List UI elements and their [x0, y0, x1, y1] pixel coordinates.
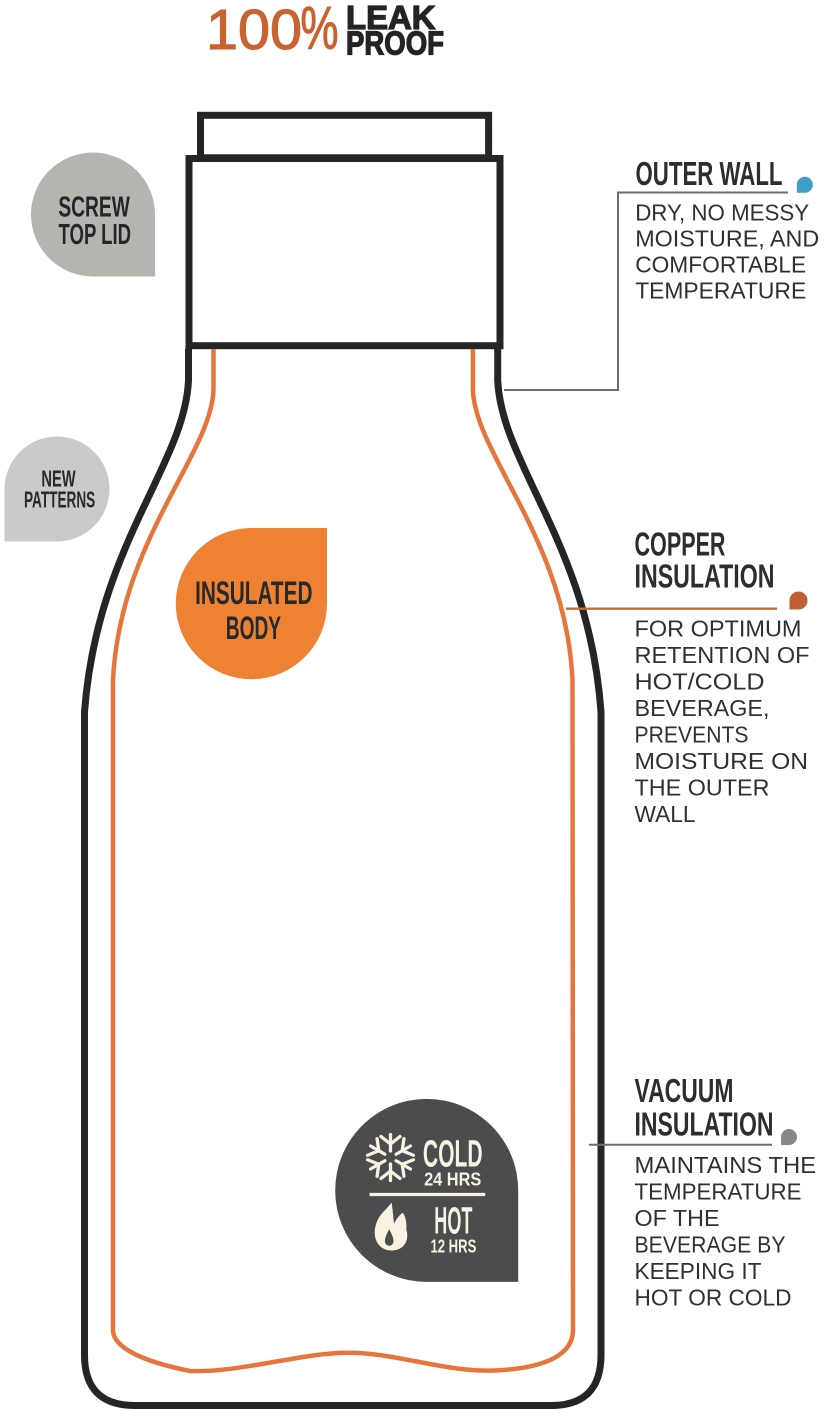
svg-text:INSULATED: INSULATED: [195, 575, 312, 611]
svg-text:MOISTURE, AND: MOISTURE, AND: [635, 226, 819, 252]
svg-text:COLD: COLD: [423, 1133, 483, 1175]
svg-text:SCREW: SCREW: [58, 191, 130, 223]
svg-text:MAINTAINS THE: MAINTAINS THE: [635, 1152, 817, 1178]
svg-text:RETENTION OF: RETENTION OF: [635, 642, 810, 668]
svg-text:HOT/COLD: HOT/COLD: [635, 669, 765, 695]
svg-text:COPPER: COPPER: [635, 527, 726, 564]
svg-text:DRY, NO MESSY: DRY, NO MESSY: [635, 200, 809, 226]
svg-text:HOT OR COLD: HOT OR COLD: [635, 1285, 792, 1311]
svg-text:PATTERNS: PATTERNS: [24, 487, 95, 513]
svg-text:WALL: WALL: [635, 801, 696, 827]
svg-text:INSULATION: INSULATION: [635, 559, 775, 596]
svg-text:PREVENTS: PREVENTS: [635, 722, 749, 748]
svg-text:100: 100: [206, 0, 302, 62]
svg-text:LEAK: LEAK: [346, 0, 436, 36]
svg-text:%: %: [301, 0, 339, 62]
svg-text:12 HRS: 12 HRS: [431, 1236, 477, 1257]
svg-text:PROOF: PROOF: [346, 25, 444, 62]
svg-text:OF THE: OF THE: [635, 1205, 720, 1231]
svg-text:HOT: HOT: [434, 1201, 472, 1243]
svg-text:FOR OPTIMUM: FOR OPTIMUM: [635, 616, 802, 642]
svg-text:24 HRS: 24 HRS: [424, 1168, 481, 1189]
svg-text:VACUUM: VACUUM: [635, 1073, 734, 1110]
svg-text:TOP LID: TOP LID: [59, 218, 132, 250]
svg-text:THE OUTER: THE OUTER: [635, 775, 770, 801]
svg-text:TEMPERATURE: TEMPERATURE: [635, 1179, 802, 1205]
svg-text:NEW: NEW: [41, 466, 76, 492]
svg-text:TEMPERATURE: TEMPERATURE: [635, 278, 806, 304]
svg-text:INSULATION: INSULATION: [635, 1107, 774, 1144]
svg-text:BODY: BODY: [226, 610, 281, 646]
svg-text:BEVERAGE BY: BEVERAGE BY: [635, 1232, 786, 1258]
svg-text:KEEPING IT: KEEPING IT: [635, 1258, 762, 1284]
svg-text:BEVERAGE,: BEVERAGE,: [635, 695, 770, 721]
svg-text:COMFORTABLE: COMFORTABLE: [635, 252, 806, 278]
svg-text:OUTER WALL: OUTER WALL: [636, 156, 783, 193]
svg-text:MOISTURE ON: MOISTURE ON: [635, 748, 809, 774]
